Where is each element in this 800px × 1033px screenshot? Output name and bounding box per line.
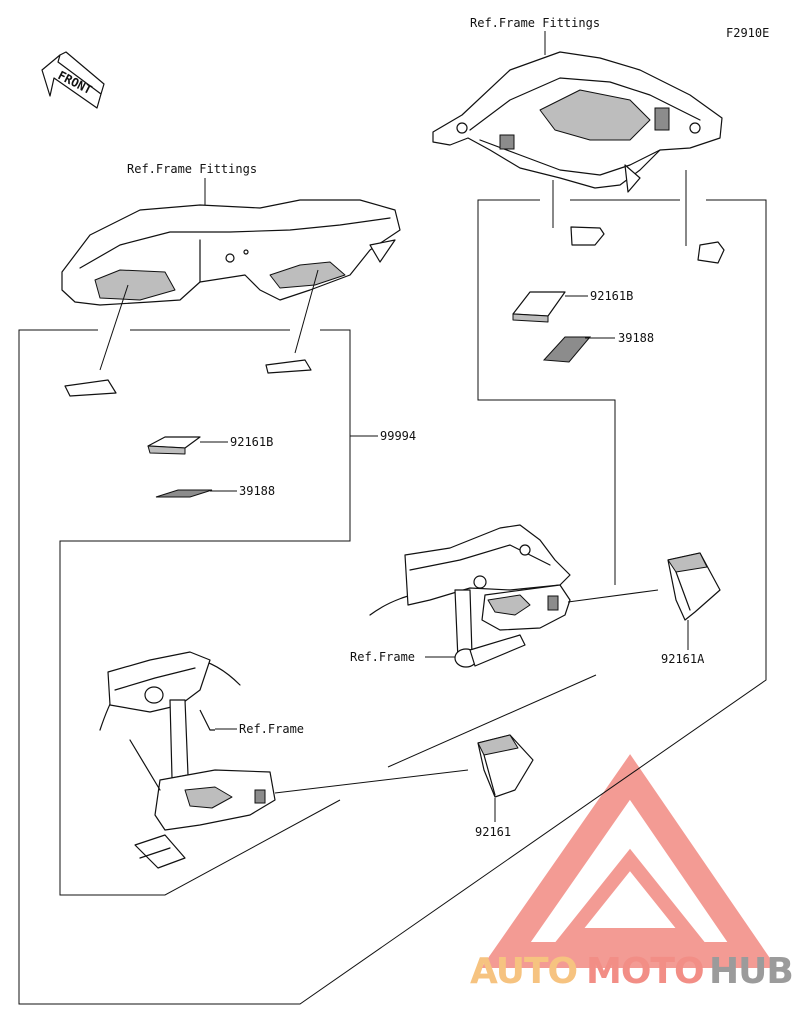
left-frame-assembly: Ref.Frame [99, 651, 469, 869]
part-39188-left: 39188 [155, 484, 275, 498]
part-92161b-right: 92161B [512, 289, 633, 323]
label-92161b-right: 92161B [590, 289, 633, 303]
watermark-hub: HUB [709, 951, 793, 992]
rear-pad-left [570, 226, 605, 246]
label-39188-right: 39188 [618, 331, 654, 345]
ref-frame-fittings-top-label: Ref.Frame Fittings [470, 16, 600, 30]
label-92161b-left: 92161B [230, 435, 273, 449]
watermark-moto: MOTO [586, 951, 704, 992]
rear-pad-right [697, 241, 725, 264]
automotohub-watermark: AUTO MOTO HUB [470, 754, 794, 992]
label-ref-frame-right: Ref.Frame [350, 650, 415, 664]
ref-frame-fittings-left-label: Ref.Frame Fittings [127, 162, 257, 176]
label-39188-left: 39188 [239, 484, 275, 498]
front-arrow-icon: FRONT [41, 51, 105, 109]
label-99994: 99994 [380, 429, 416, 443]
part-92161: 92161 [475, 734, 534, 839]
front-pad-left [64, 379, 117, 397]
right-frame-assembly: Ref.Frame [350, 524, 659, 668]
front-frame-fittings: Ref.Frame Fittings [61, 162, 401, 371]
kit-outline-frames [18, 199, 767, 1005]
part-92161a: 92161A [661, 552, 721, 666]
watermark-auto: AUTO [470, 951, 577, 992]
watermark-triangle-logo [481, 754, 777, 968]
label-ref-frame-left: Ref.Frame [239, 722, 304, 736]
rear-frame-fittings: Ref.Frame Fittings [432, 16, 723, 246]
front-pad-right [265, 359, 312, 374]
label-92161a: 92161A [661, 652, 705, 666]
part-39188-right: 39188 [542, 331, 654, 363]
figure-code: F2910E [726, 26, 769, 40]
part-92161b-left: 92161B [147, 435, 273, 455]
label-92161: 92161 [475, 825, 511, 839]
